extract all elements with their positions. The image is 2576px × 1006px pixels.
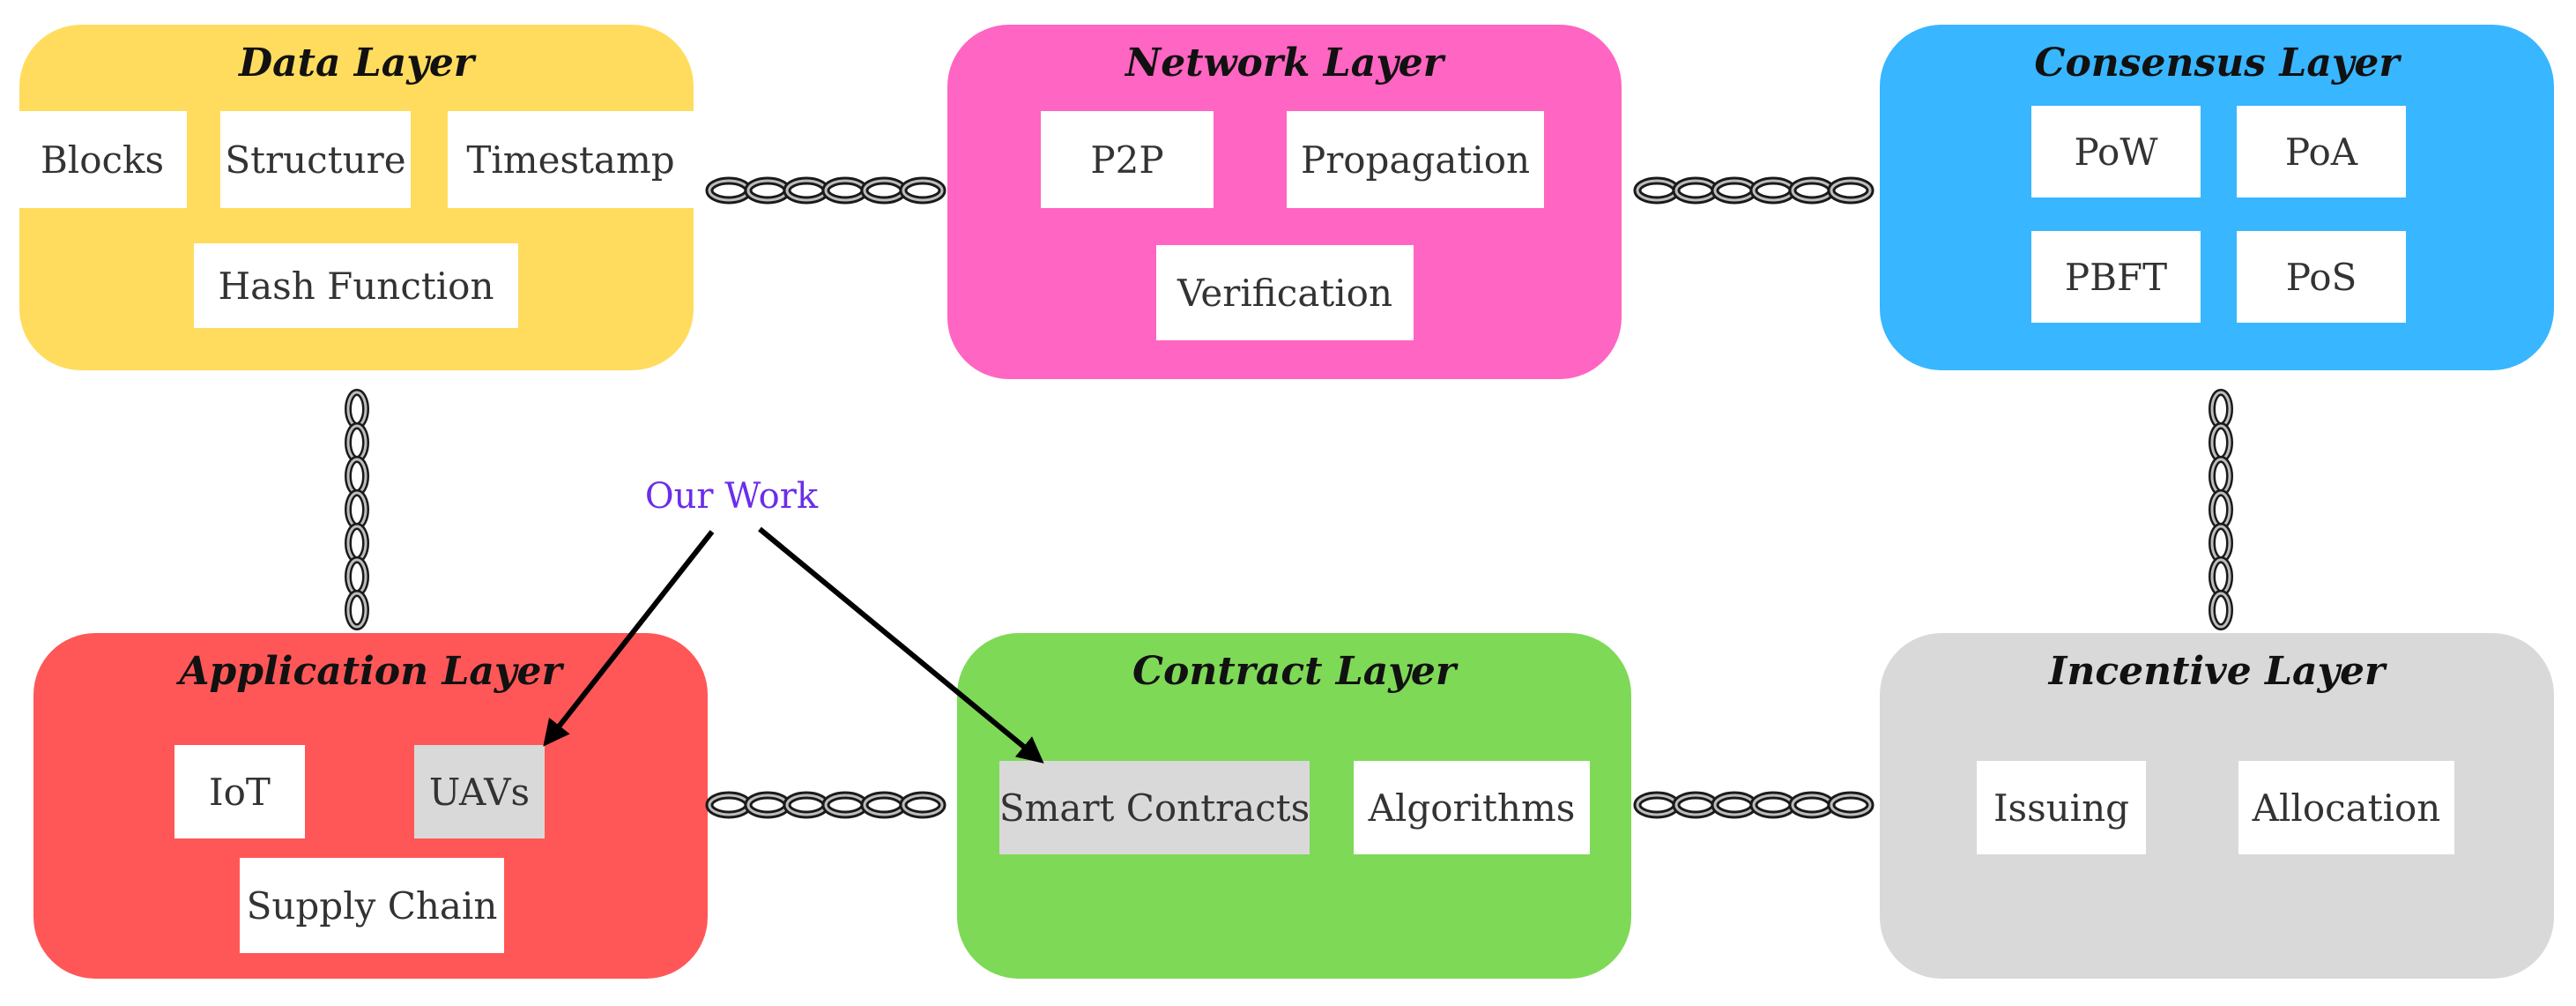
chain-link-icon [2212,426,2230,459]
item-issuing: Issuing [1977,761,2146,854]
chain-incentive-contract [1637,795,1870,815]
item-pbft: PBFT [2031,231,2201,323]
chain-link-icon [1754,795,1793,815]
our-work-label: Our Work [644,476,819,517]
incentive-layer-title: Incentive Layer [2048,649,2386,694]
chain-link-icon [903,181,942,200]
network-layer: Network Layer P2P Propagation Verificati… [947,25,1622,379]
data-layer: Data Layer Blocks Structure Timestamp Ha… [18,25,694,370]
consensus-layer-title: Consensus Layer [2034,41,2400,86]
chain-link-icon [903,795,942,815]
item-hash-function: Hash Function [194,243,518,328]
chain-link-icon [1637,795,1676,815]
chain-link-icon [709,795,748,815]
item-poa: PoA [2237,106,2406,197]
chain-application-data [348,392,366,627]
consensus-layer: Consensus Layer PoW PoA PBFT PoS [1880,25,2554,370]
chain-link-icon [865,181,903,200]
chain-network-consensus [1637,181,1870,200]
chain-link-icon [2212,560,2230,593]
chain-link-icon [1676,795,1715,815]
data-layer-title: Data Layer [238,41,474,86]
item-structure: Structure [220,111,411,208]
chain-link-icon [787,181,826,200]
chain-link-icon [787,795,826,815]
chain-link-icon [2212,593,2230,627]
chain-link-icon [748,795,787,815]
our-work-arrow-uavs [543,530,715,747]
chain-link-icon [348,560,366,593]
contract-layer-title: Contract Layer [1132,649,1456,694]
chain-link-icon [348,392,366,426]
item-timestamp: Timestamp [448,111,694,208]
chain-link-icon [348,426,366,459]
chain-data-network [709,181,942,200]
item-p2p: P2P [1041,111,1214,208]
chain-link-icon [1831,795,1870,815]
chain-link-icon [748,181,787,200]
chain-link-icon [826,181,865,200]
chain-link-icon [2212,392,2230,426]
item-algorithms: Algorithms [1354,761,1590,854]
network-layer-title: Network Layer [1125,41,1444,86]
item-uavs: UAVs [414,745,545,838]
application-layer: Application Layer IoT UAVs Supply Chain [33,633,708,979]
item-pos: PoS [2237,231,2406,323]
chain-link-icon [348,526,366,560]
chain-link-icon [865,795,903,815]
contract-layer: Contract Layer Smart Contracts Algorithm… [957,633,1631,979]
item-allocation: Allocation [2238,761,2454,854]
item-propagation: Propagation [1287,111,1544,208]
chain-link-icon [826,795,865,815]
item-iot: IoT [174,745,305,838]
chain-consensus-incentive [2212,392,2230,627]
item-smart-contracts: Smart Contracts [999,761,1310,854]
chain-link-icon [2212,526,2230,560]
chain-link-icon [1793,795,1831,815]
chain-link-icon [2212,493,2230,526]
chain-link-icon [2212,459,2230,493]
our-work-arrow-smart-contracts [758,526,1044,764]
chain-link-icon [1676,181,1715,200]
item-blocks: Blocks [18,111,187,208]
item-pow: PoW [2031,106,2201,197]
chain-link-icon [1831,181,1870,200]
chain-link-icon [1637,181,1676,200]
item-supply-chain: Supply Chain [240,858,504,953]
chain-link-icon [1715,795,1754,815]
application-layer-title: Application Layer [179,649,562,694]
incentive-layer: Incentive Layer Issuing Allocation [1880,633,2554,979]
chain-link-icon [709,181,748,200]
item-verification: Verification [1156,245,1414,340]
chain-link-icon [1793,181,1831,200]
chain-link-icon [348,593,366,627]
chain-link-icon [1715,181,1754,200]
chain-contract-application [709,795,942,815]
chain-link-icon [348,459,366,493]
chain-link-icon [1754,181,1793,200]
chain-link-icon [348,493,366,526]
